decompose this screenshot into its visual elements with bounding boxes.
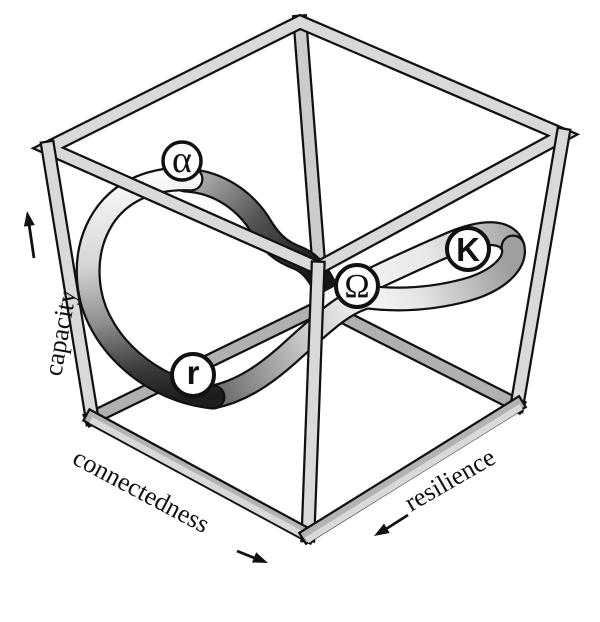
stage-label-r: r (187, 354, 200, 391)
cube-edge-bottom-front-left (89, 417, 314, 543)
stage-badge-omega: Ω (334, 263, 380, 309)
ribbon-left-lobe (77, 168, 224, 408)
stage-label-omega: Ω (344, 268, 369, 305)
cube-edge-bottom-front-right-inner (300, 397, 525, 543)
cube-edge-bottom-back-right (314, 298, 525, 413)
r-circle (170, 352, 216, 398)
omega-circle (334, 263, 380, 309)
axis-label-connectedness: connectedness (68, 443, 214, 539)
stage-badge-r: r (170, 352, 216, 398)
k-circle (445, 226, 491, 272)
alpha-circle (161, 140, 203, 182)
cube-edge-front-vertical (302, 262, 324, 541)
resilience-arrow-down-left-icon (374, 513, 409, 536)
capacity-arrow-up-icon (23, 211, 36, 259)
cube-edge-left-vertical (41, 141, 99, 425)
cube-front-edges (30, 13, 581, 546)
connectedness-arrow-down-right-icon (236, 549, 268, 563)
stage-label-k: K (456, 231, 480, 268)
stage-badge-alpha: α (161, 139, 203, 182)
adaptive-cycle-ribbon (75, 166, 526, 410)
stage-badge-k: K (445, 226, 491, 272)
stage-badges: α r Ω K (161, 139, 491, 398)
stage-label-alpha: α (172, 139, 192, 181)
cube-edge-bottom-front-right (305, 404, 523, 543)
cube-edge-right-vertical (510, 128, 570, 412)
